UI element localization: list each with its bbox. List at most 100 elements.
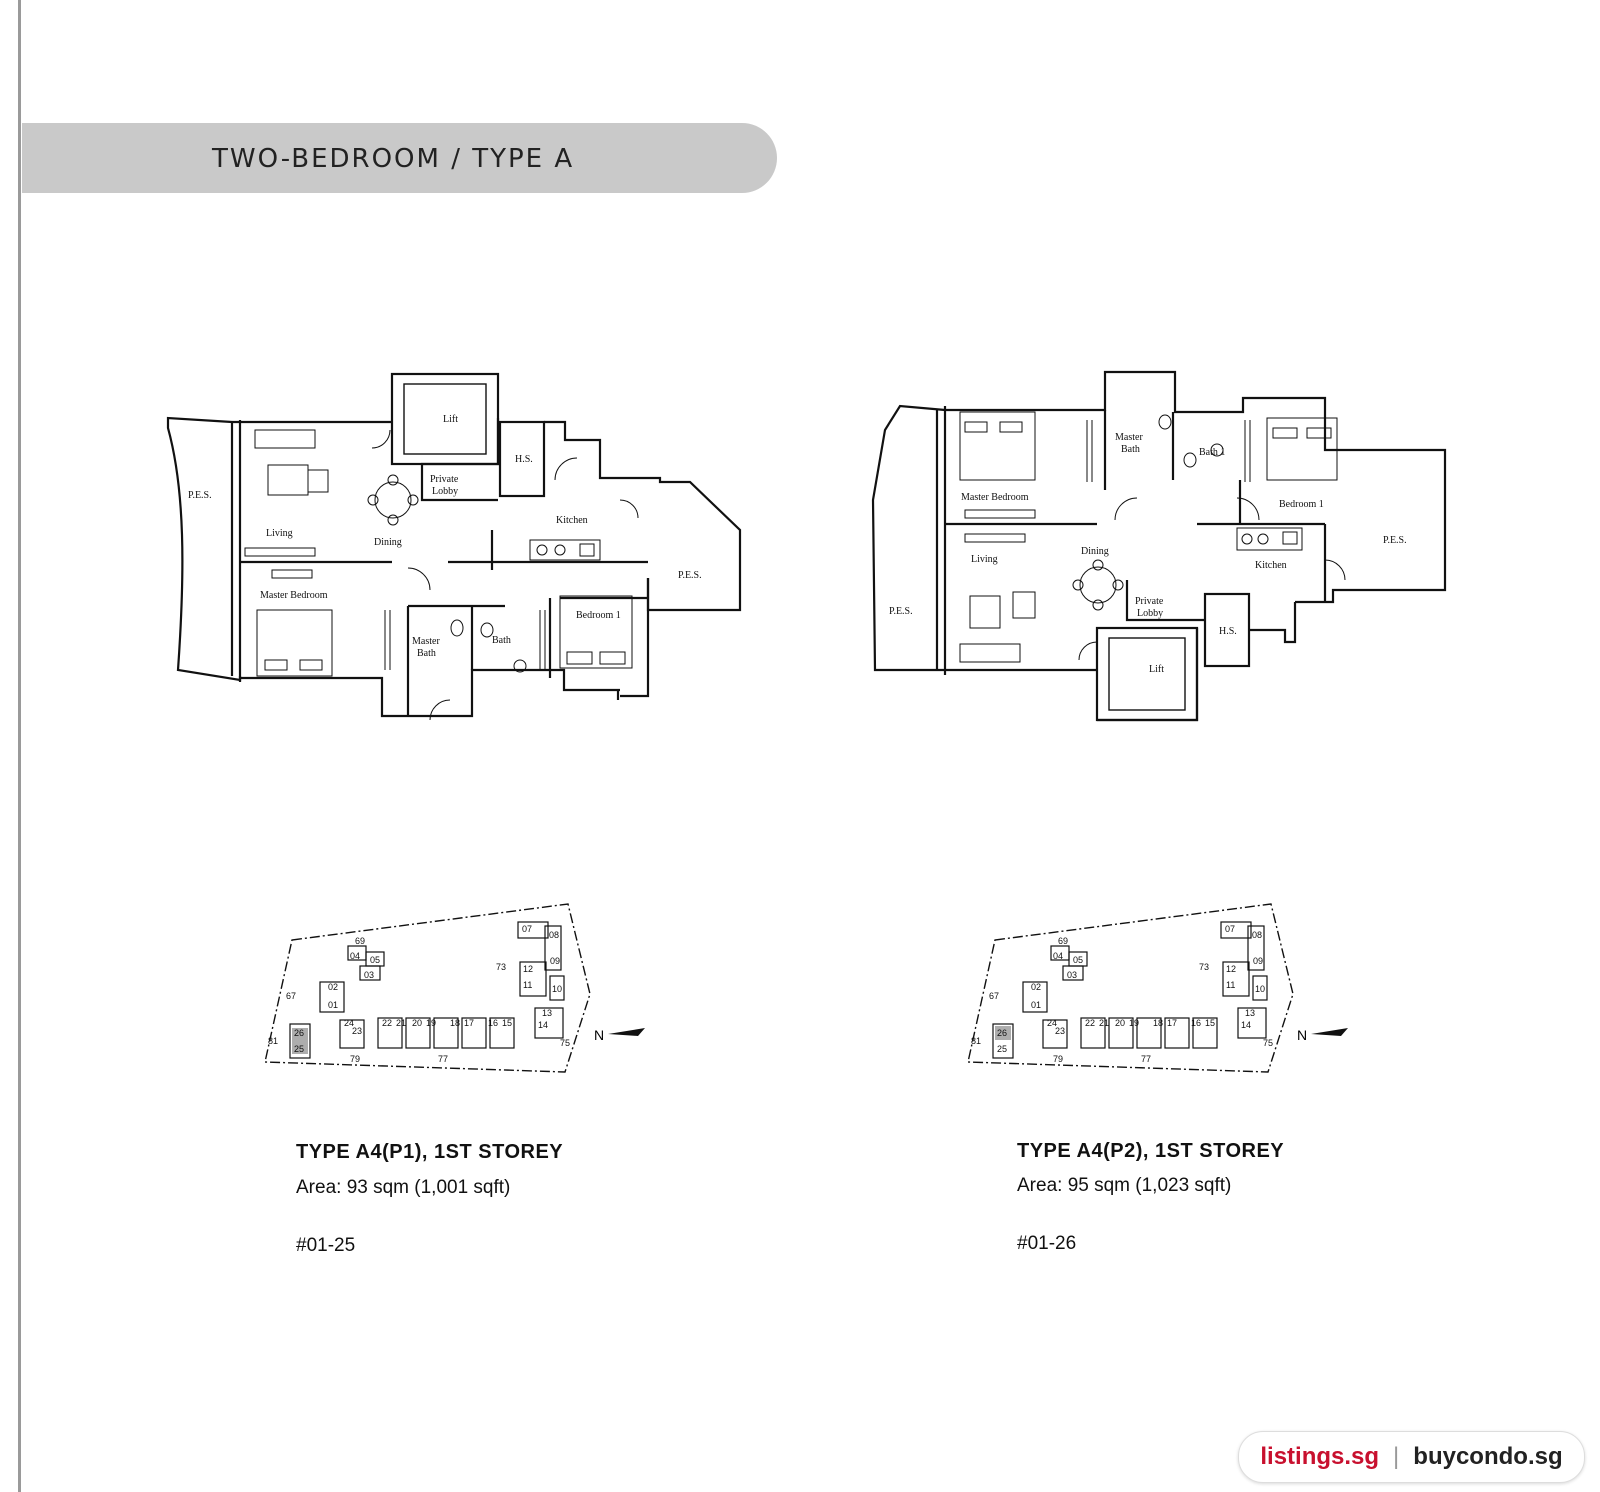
block-label: 10 (1255, 984, 1265, 994)
room-living: Living (971, 554, 998, 565)
block-label: 26 (294, 1028, 304, 1038)
room-private-lobby-line1: Private (430, 474, 459, 485)
plan-title-p2: TYPE A4(P2), 1ST STOREY (1017, 1140, 1285, 1162)
floor-plan-a4-p1: Lift H.S. Private Lobby P.E.S. Living Di… (160, 370, 760, 740)
block-label: 23 (1055, 1026, 1065, 1036)
block-label: 01 (328, 1000, 338, 1010)
block-label: 09 (1253, 956, 1263, 966)
room-hs: H.S. (1219, 626, 1237, 637)
north-arrow-icon (608, 1028, 645, 1036)
block-label: 22 (382, 1018, 392, 1028)
block-label: 09 (550, 956, 560, 966)
room-pes-left: P.E.S. (889, 606, 913, 617)
room-master-bath-line1: Master (412, 636, 440, 647)
block-label: 15 (502, 1018, 512, 1028)
block-label: 19 (1129, 1018, 1139, 1028)
block-label: 14 (1241, 1020, 1251, 1030)
floor-plan-a4-p2: Lift H.S. Private Lobby P.E.S. Living Di… (865, 370, 1465, 740)
block-label: 03 (364, 970, 374, 980)
block-label: 77 (1141, 1054, 1151, 1064)
block-label: 12 (1226, 964, 1236, 974)
block-label: 12 (523, 964, 533, 974)
room-kitchen: Kitchen (1255, 560, 1287, 571)
block-label: 18 (450, 1018, 460, 1028)
key-plan-p2: 69 04 05 03 67 02 01 26 25 81 24 23 79 2… (963, 902, 1363, 1077)
block-label: 25 (294, 1044, 304, 1054)
block-label: 81 (971, 1036, 981, 1046)
block-label: 69 (355, 936, 365, 946)
block-label: 14 (538, 1020, 548, 1030)
room-master-bath-line2: Bath (1121, 444, 1140, 455)
room-bath-1: Bath 1 (1199, 447, 1225, 458)
watermark-listings: listings.sg (1260, 1443, 1380, 1470)
room-bedroom-1: Bedroom 1 (576, 610, 621, 621)
block-label: 79 (1053, 1054, 1063, 1064)
source-watermark: listings.sg | buycondo.sg (1238, 1431, 1585, 1483)
block-label: 24 (1047, 1018, 1057, 1028)
room-master-bath-line2: Bath (417, 648, 436, 659)
block-label: 25 (997, 1044, 1007, 1054)
block-label: 23 (352, 1026, 362, 1036)
plan-unit-p1: #01-25 (296, 1235, 356, 1256)
block-label: 07 (522, 924, 532, 934)
block-label: 11 (1226, 980, 1235, 990)
north-label: N (594, 1027, 604, 1043)
north-arrow-icon (1311, 1028, 1348, 1036)
block-label: 20 (1115, 1018, 1125, 1028)
block-label: 16 (1191, 1018, 1201, 1028)
room-private-lobby-line1: Private (1135, 596, 1164, 607)
room-dining: Dining (1081, 546, 1109, 557)
block-label: 11 (523, 980, 532, 990)
block-label: 18 (1153, 1018, 1163, 1028)
block-label: 13 (542, 1008, 552, 1018)
block-label: 26 (997, 1028, 1007, 1038)
block-label: 73 (496, 962, 506, 972)
section-header: TWO-BEDROOM / TYPE A (22, 123, 777, 193)
block-label: 73 (1199, 962, 1209, 972)
block-label: 75 (1263, 1038, 1273, 1048)
plan-unit-p2: #01-26 (1017, 1233, 1077, 1254)
room-pes-left: P.E.S. (188, 490, 212, 501)
block-label: 04 (1053, 951, 1063, 961)
north-label: N (1297, 1027, 1307, 1043)
room-master-bedroom: Master Bedroom (961, 492, 1029, 503)
block-label: 07 (1225, 924, 1235, 934)
block-label: 10 (552, 984, 562, 994)
block-label: 01 (1031, 1000, 1041, 1010)
room-bedroom-1: Bedroom 1 (1279, 499, 1324, 510)
block-label: 08 (549, 930, 559, 940)
room-living: Living (266, 528, 293, 539)
block-label: 69 (1058, 936, 1068, 946)
block-label: 77 (438, 1054, 448, 1064)
room-pes-right: P.E.S. (1383, 535, 1407, 546)
block-label: 05 (370, 955, 380, 965)
plan-title-p1: TYPE A4(P1), 1ST STOREY (296, 1141, 564, 1163)
block-label: 15 (1205, 1018, 1215, 1028)
room-lift: Lift (1149, 664, 1164, 675)
block-label: 67 (286, 991, 296, 1001)
block-label: 67 (989, 991, 999, 1001)
room-dining: Dining (374, 537, 402, 548)
block-label: 20 (412, 1018, 422, 1028)
block-label: 79 (350, 1054, 360, 1064)
room-kitchen: Kitchen (556, 515, 588, 526)
section-title: TWO-BEDROOM / TYPE A (212, 144, 575, 174)
room-master-bedroom: Master Bedroom (260, 590, 328, 601)
room-pes-right: P.E.S. (678, 570, 702, 581)
block-label: 16 (488, 1018, 498, 1028)
block-label: 04 (350, 951, 360, 961)
block-label: 81 (268, 1036, 278, 1046)
block-label: 05 (1073, 955, 1083, 965)
block-label: 21 (1099, 1018, 1109, 1028)
plan-area-p2: Area: 95 sqm (1,023 sqft) (1017, 1175, 1232, 1196)
block-label: 22 (1085, 1018, 1095, 1028)
page-binding-edge (18, 0, 21, 1492)
room-private-lobby-line2: Lobby (1137, 608, 1163, 619)
block-label: 02 (328, 982, 338, 992)
block-label: 08 (1252, 930, 1262, 940)
block-label: 75 (560, 1038, 570, 1048)
block-label: 21 (396, 1018, 406, 1028)
room-master-bath-line1: Master (1115, 432, 1143, 443)
block-label: 03 (1067, 970, 1077, 980)
watermark-separator: | (1393, 1443, 1400, 1470)
